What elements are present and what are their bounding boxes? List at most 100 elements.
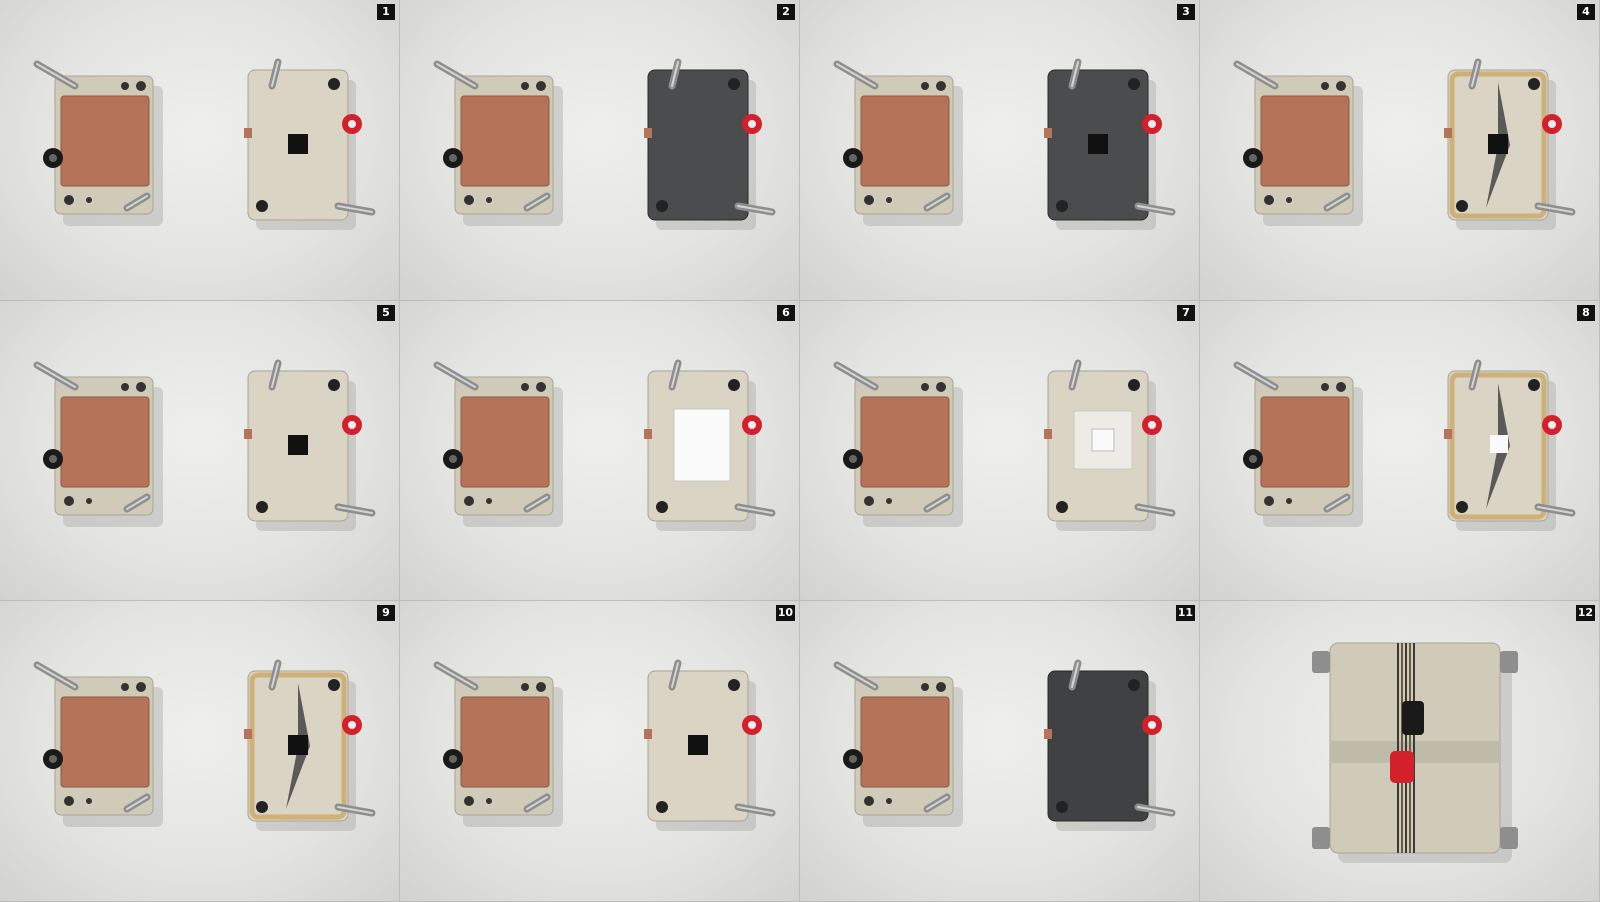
terminal-screw [1548, 420, 1556, 429]
bolt-hole [1264, 495, 1274, 506]
rod-highlight [1137, 505, 1173, 514]
cell-plate-photo [833, 659, 1176, 832]
terminal-screw [849, 454, 857, 463]
rod-highlight [337, 806, 373, 815]
nut [1312, 827, 1330, 850]
bolt-hole [86, 497, 92, 504]
photo-panel-3: 3 [800, 0, 1200, 301]
bolt-hole [536, 682, 546, 693]
active-window [288, 434, 308, 455]
bolt-hole [536, 81, 546, 91]
cell-plate-photo [1312, 642, 1518, 864]
rod-highlight [1137, 205, 1173, 213]
photo-panel-2: 2 [400, 0, 800, 301]
bolt-hole [521, 683, 529, 692]
photo-panel-11: 11 [800, 601, 1200, 902]
panel-number: 7 [1177, 304, 1195, 321]
copper-tab [244, 428, 252, 439]
nut [1500, 827, 1518, 850]
photo-panel-5: 5 [0, 300, 400, 602]
bolt-hole [136, 381, 146, 392]
copper-current-collector [860, 396, 950, 488]
copper-tab [1044, 128, 1052, 138]
bolt-hole [1528, 78, 1540, 90]
panel-number: 9 [377, 605, 395, 622]
cell-plate-photo [433, 359, 776, 531]
rod-highlight [1071, 361, 1079, 388]
bolt-hole [936, 381, 946, 392]
bolt-hole [86, 197, 92, 203]
gasket-plate [1047, 670, 1149, 822]
bolt-hole [256, 801, 268, 814]
panel-number: 12 [1575, 605, 1595, 622]
black-terminal [1402, 701, 1424, 736]
bolt-hole [728, 78, 740, 90]
copper-tab [644, 128, 652, 138]
bolt-hole [328, 378, 340, 391]
rod-highlight [436, 664, 476, 689]
red-terminal [1390, 751, 1414, 784]
bolt-hole [921, 683, 929, 692]
terminal-screw [348, 721, 356, 730]
bolt-hole [864, 796, 874, 807]
rod-highlight [36, 664, 76, 689]
rod-highlight [1471, 361, 1479, 388]
photo-panel-9: 9 [0, 601, 400, 902]
copper-tab [1044, 729, 1052, 740]
panel-number: 5 [377, 304, 395, 321]
cell-plate-photo [33, 659, 376, 832]
bolt-hole [256, 500, 268, 513]
photo-panel-8: 8 [1200, 300, 1600, 602]
bolt-hole [121, 382, 129, 391]
rod-highlight [836, 363, 876, 388]
active-window [688, 735, 708, 756]
rod-highlight [526, 796, 548, 811]
photo-panel-12: 12 [1200, 601, 1600, 902]
terminal-screw [49, 454, 57, 463]
active-window [1088, 134, 1108, 154]
bolt-hole [656, 801, 668, 814]
stain-ring [1449, 71, 1547, 219]
bolt-hole [1056, 801, 1068, 814]
bolt-hole [886, 497, 892, 504]
cell-plate-photo [433, 58, 776, 230]
rod-highlight [271, 361, 279, 388]
rod-highlight [271, 61, 279, 87]
membrane-window [1091, 428, 1115, 452]
rod-highlight [737, 806, 773, 815]
panel-number: 2 [777, 4, 795, 20]
bolt-hole [656, 500, 668, 513]
photo-panel-4: 4 [1200, 0, 1600, 301]
bolt-hole [1456, 200, 1468, 212]
copper-current-collector [860, 696, 950, 788]
photo-panel-1: 1 [0, 0, 400, 301]
terminal-screw [1148, 120, 1156, 128]
bolt-hole [328, 78, 340, 90]
cell-plate-photo [1233, 58, 1576, 230]
copper-current-collector [60, 396, 150, 488]
copper-tab [1044, 428, 1052, 439]
terminal-screw [748, 420, 756, 429]
copper-current-collector [60, 696, 150, 788]
stain-ring [249, 672, 347, 820]
copper-current-collector [460, 396, 550, 488]
active-window [1488, 134, 1508, 154]
terminal-screw [449, 154, 457, 162]
rod-highlight [436, 63, 476, 87]
bolt-hole [936, 81, 946, 91]
terminal-screw [1148, 420, 1156, 429]
bolt-hole [1321, 382, 1329, 391]
bolt-hole [656, 200, 668, 212]
bolt-hole [1128, 78, 1140, 90]
stain-ring [1449, 372, 1547, 520]
bolt-hole [1286, 497, 1292, 504]
copper-tab [1444, 128, 1452, 138]
rod-highlight [1471, 61, 1479, 87]
rod-highlight [1537, 205, 1573, 213]
panel-number: 8 [1577, 304, 1595, 321]
terminal-screw [449, 454, 457, 463]
bolt-hole [64, 796, 74, 807]
rod-highlight [1537, 505, 1573, 514]
bolt-hole [864, 495, 874, 506]
